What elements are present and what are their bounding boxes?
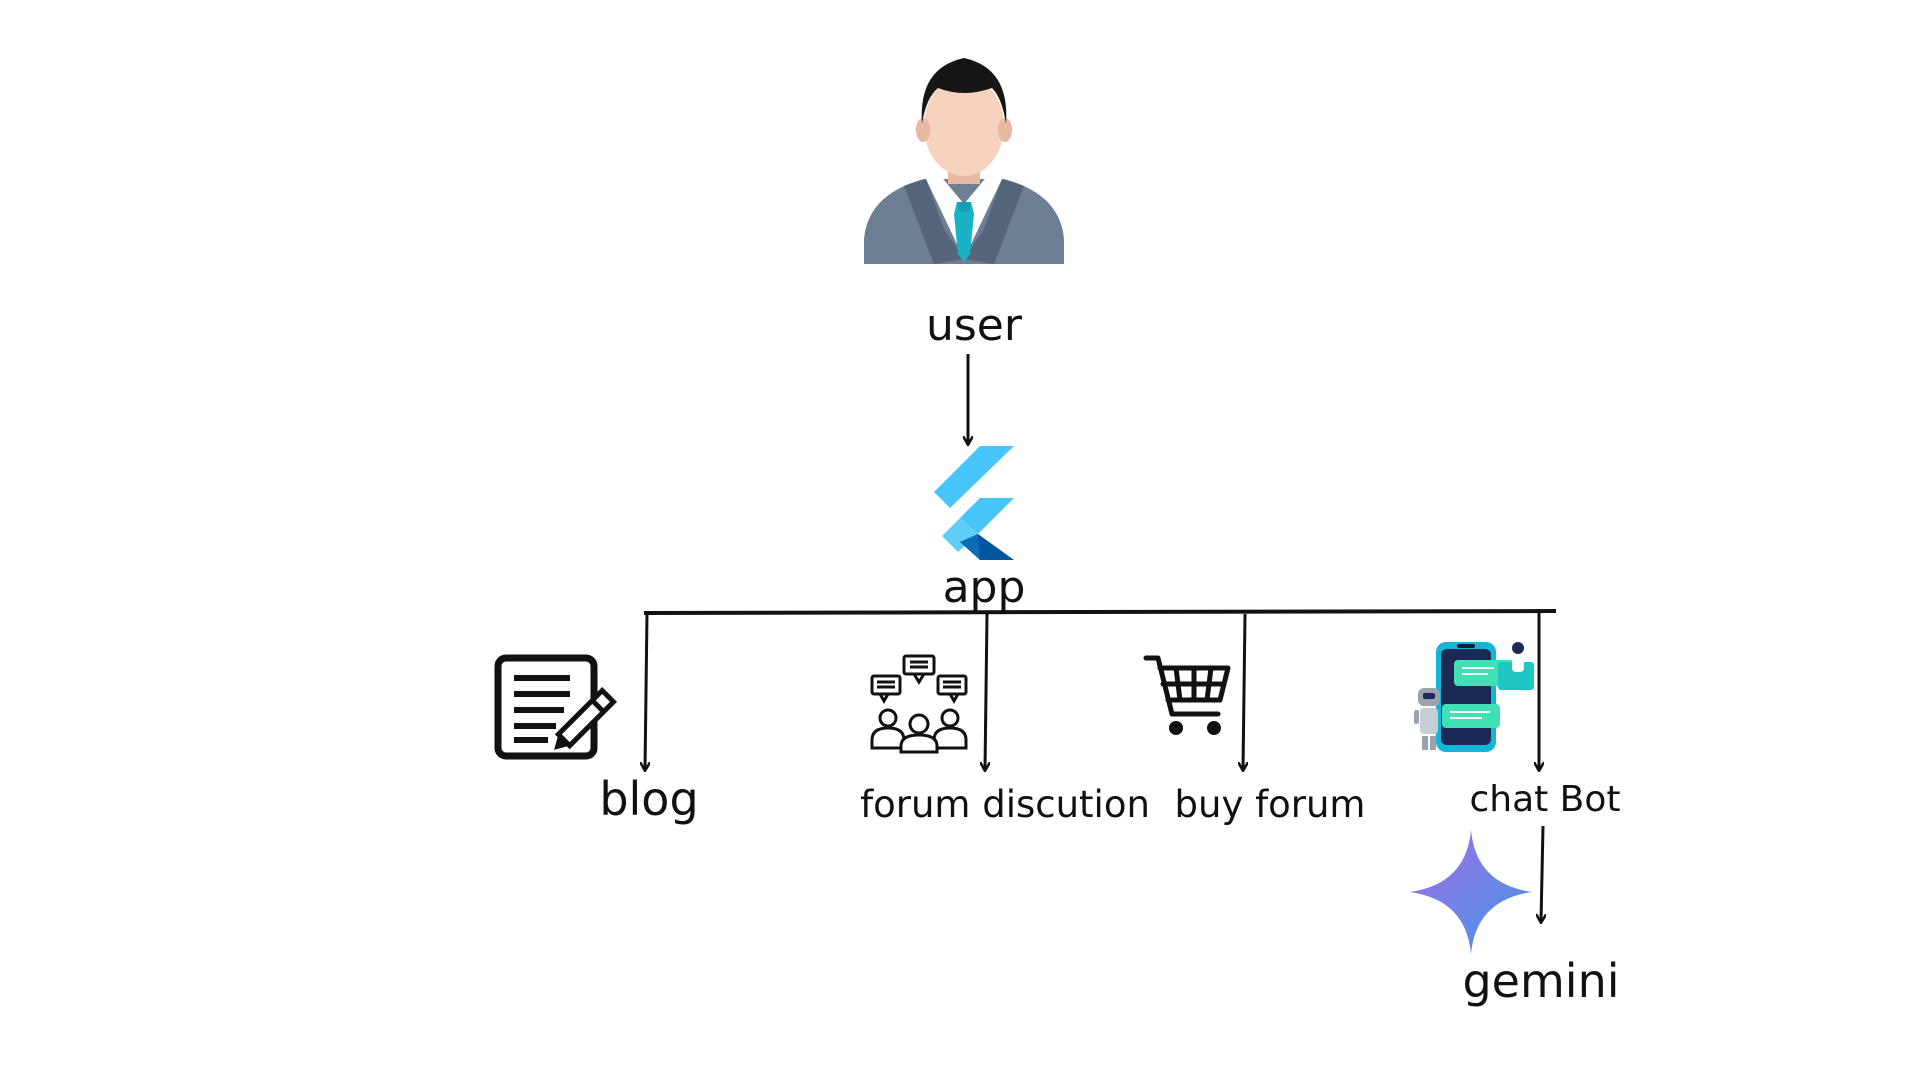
forum-discution-label: forum discution <box>860 783 1150 826</box>
arrow-chatbot-to-gemini <box>1541 825 1543 922</box>
arrow-app-to-blog <box>645 613 647 770</box>
flutter-logo-icon <box>934 446 1014 560</box>
document-edit-icon <box>494 654 618 760</box>
group-discussion-icon <box>870 654 968 754</box>
app-label: app <box>942 562 1026 613</box>
blog-label: blog <box>599 772 699 826</box>
arrow-app-to-buy <box>1243 613 1245 770</box>
horizontal-bus-line <box>643 609 1557 615</box>
arrow-app-to-forum <box>985 613 987 770</box>
chat-bot-label: chat Bot <box>1469 779 1621 820</box>
businessman-avatar-icon <box>864 58 1064 264</box>
shopping-cart-icon <box>1143 655 1231 735</box>
gemini-sparkle-icon <box>1410 830 1532 954</box>
gemini-label: gemini <box>1462 954 1620 1008</box>
chatbot-phone-icon <box>1414 642 1534 752</box>
buy-forum-label: buy forum <box>1174 783 1366 826</box>
user-label: user <box>926 300 1022 351</box>
